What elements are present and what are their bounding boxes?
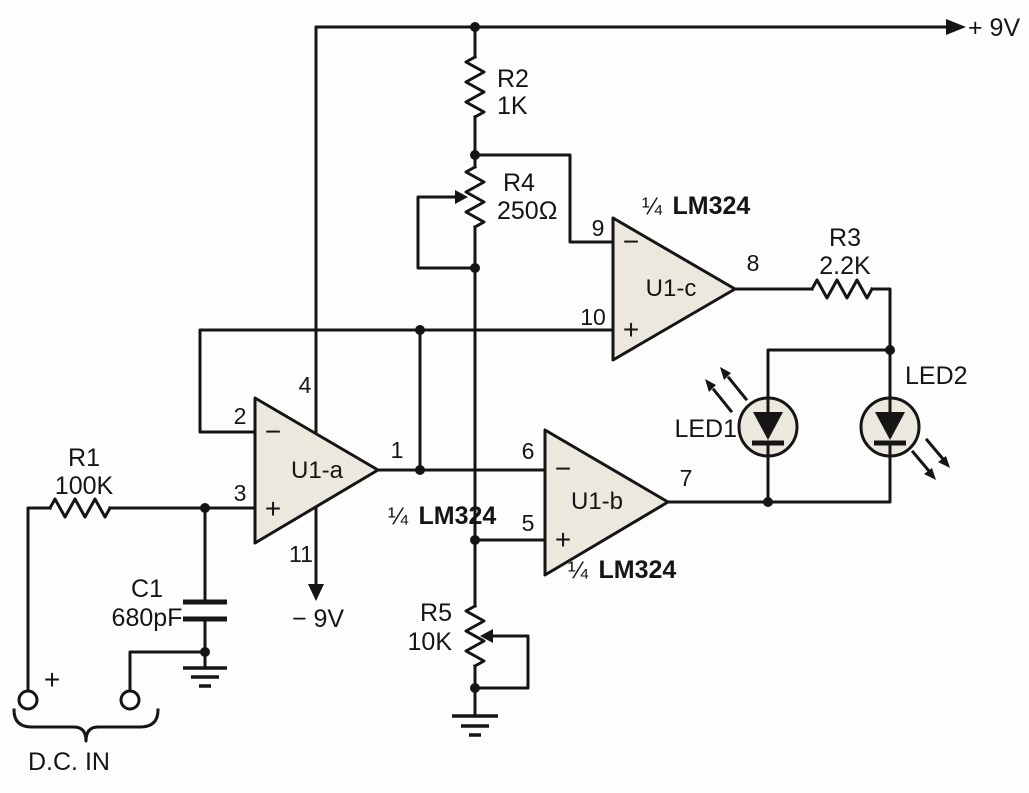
u1b-name: U1-b (571, 488, 623, 515)
vplus-label: + 9V (968, 14, 1020, 42)
junction-dots (200, 22, 895, 693)
led1-diode-triangle (753, 412, 783, 440)
resistor-r5-symbol (464, 603, 486, 669)
resistor-r3-symbol (809, 278, 875, 300)
ground-symbol-r5 (452, 714, 498, 737)
led2-label: LED2 (905, 362, 968, 390)
vplus-arrowhead (946, 19, 966, 35)
led2-symbol (859, 396, 950, 480)
junction-dot (470, 683, 480, 693)
junction-dot (885, 345, 895, 355)
u1c-pin-inverting: 9 (592, 215, 605, 241)
led2-emission-arrowhead (938, 456, 950, 468)
dc-input-polarity: + (44, 664, 60, 695)
junction-dot (415, 325, 425, 335)
junction-dot (415, 465, 425, 475)
led1-symbol (705, 367, 799, 458)
u1c-noninverting-sign: + (623, 314, 639, 345)
dc-input-label: D.C. IN (28, 748, 110, 776)
u1b-part-fraction: ¼ (568, 557, 589, 584)
ground-bar (183, 666, 227, 688)
junction-dot (470, 263, 480, 273)
u1c-pin-noninverting: 10 (580, 304, 606, 330)
u1a-part-label: ¼ LM324 (388, 502, 496, 530)
r3-value: 2.2K (819, 252, 871, 280)
resistor-r4-symbol (464, 164, 486, 230)
u1a-noninverting-sign: + (265, 493, 281, 524)
junction-dot (470, 22, 480, 32)
r5-name: R5 (420, 599, 452, 627)
r4-name: R4 (503, 169, 535, 197)
ground-symbol-c1 (183, 666, 227, 688)
resistor-r2-symbol (464, 54, 486, 120)
u1b-pin-output: 7 (680, 465, 693, 491)
u1b-inverting-sign: − (555, 453, 571, 484)
dc-input-terminal-positive (17, 689, 39, 711)
r3-name: R3 (829, 224, 861, 252)
c1-name: C1 (131, 575, 163, 603)
dc-input-brace (12, 708, 160, 743)
led2-emission-arrowhead (924, 468, 936, 480)
junction-dot (470, 150, 480, 160)
r4-wiper-arrowhead (455, 190, 468, 204)
vminus-label: − 9V (292, 605, 344, 633)
u1b-pin-inverting: 6 (522, 438, 535, 464)
c1-value: 680pF (112, 604, 183, 632)
led1-emission-arrowhead (720, 367, 731, 380)
led1-emission-arrowhead (705, 379, 716, 392)
dc-input-terminal-negative (119, 689, 141, 711)
r2-name: R2 (497, 65, 529, 93)
u1c-part-label: ¼ LM324 (642, 192, 750, 220)
u1c-part-number: LM324 (672, 192, 750, 220)
r1-value: 100K (55, 472, 114, 500)
u1a-part-fraction: ¼ (388, 503, 409, 530)
junction-dot (200, 503, 210, 513)
junction-dot (763, 497, 773, 507)
u1a-pin-vplus: 4 (299, 372, 312, 398)
u1a-name: U1-a (291, 457, 344, 484)
u1b-part-number: LM324 (598, 556, 676, 584)
opamp-u1b-body (543, 428, 670, 577)
led1-label: LED1 (674, 415, 737, 443)
u1b-part-label: ¼ LM324 (568, 556, 676, 584)
u1c-inverting-sign: − (623, 226, 639, 257)
led2-diode-triangle (875, 412, 905, 440)
r5-wiper-arrowhead (480, 629, 493, 643)
junction-dot (200, 647, 210, 657)
u1a-pin-noninverting: 3 (234, 480, 247, 506)
r4-value: 250Ω (497, 197, 557, 225)
wire-network (26, 25, 950, 718)
u1c-pin-output: 8 (747, 250, 760, 276)
u1b-pin-noninverting: 5 (522, 510, 535, 536)
ground-bar (452, 714, 498, 737)
led1-emission-arrow-line (711, 375, 749, 414)
opamp-u1c-body (611, 216, 737, 362)
vminus-arrowhead (308, 584, 324, 601)
u1b-noninverting-sign: + (555, 524, 571, 555)
capacitor-c1-symbol (183, 599, 227, 622)
r5-value: 10K (408, 628, 453, 656)
u1c-name: U1-c (646, 275, 697, 302)
u1a-pin-inverting: 2 (234, 403, 247, 429)
opamp-u1a-body (253, 396, 380, 545)
u1a-inverting-sign: − (265, 416, 281, 447)
junction-dot (470, 535, 480, 545)
r2-value: 1K (497, 92, 528, 120)
resistor-r1-symbol (47, 497, 113, 519)
led2-emission-arrow-line (910, 437, 946, 474)
u1a-pin-output: 1 (391, 437, 404, 463)
u1c-part-fraction: ¼ (642, 193, 663, 220)
u1a-pin-vminus: 11 (289, 541, 313, 567)
u1a-part-number: LM324 (418, 502, 496, 530)
r1-name: R1 (68, 444, 100, 472)
